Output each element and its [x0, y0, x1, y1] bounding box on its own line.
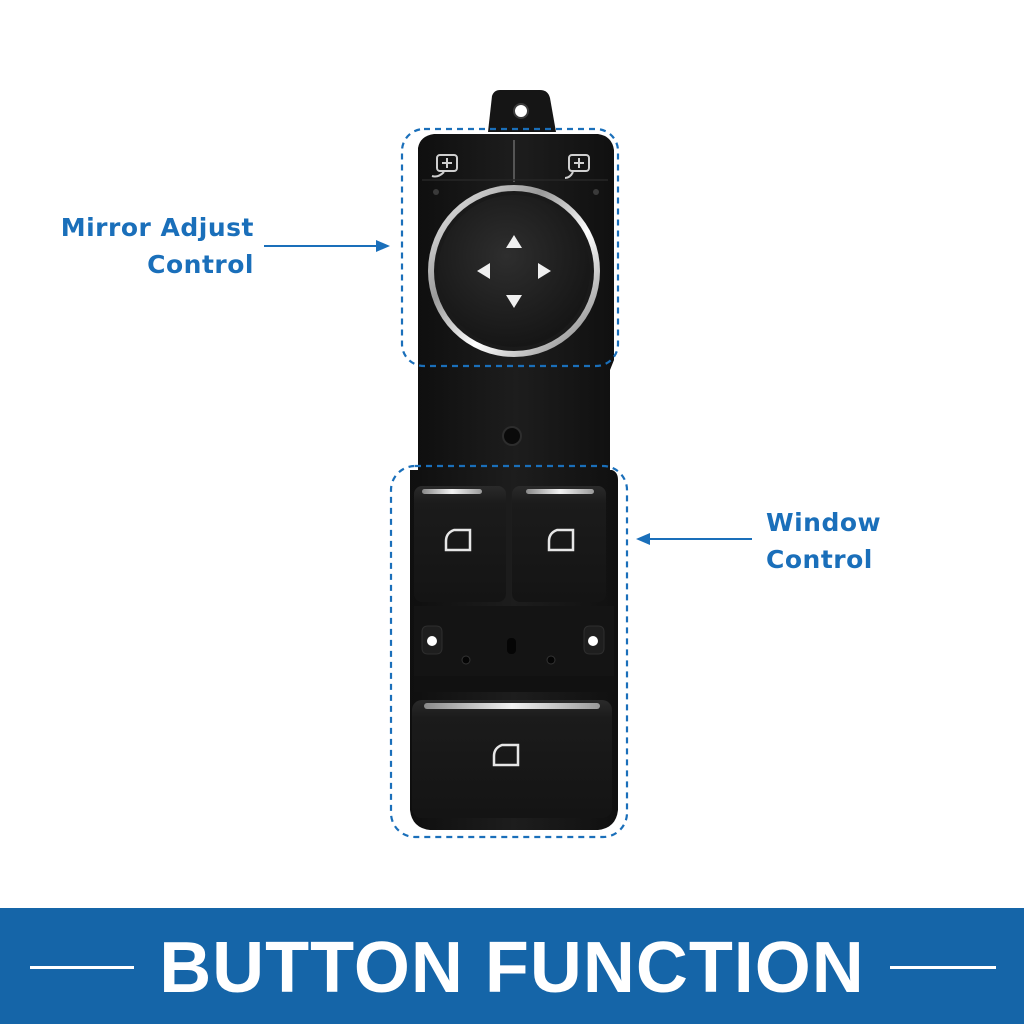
mirror-callout-line1: Mirror Adjust [60, 213, 254, 242]
window-icon [492, 743, 520, 767]
banner-rule-right [890, 966, 996, 969]
mirror-control-highlight [400, 127, 620, 368]
bottom-banner [0, 908, 1024, 1024]
mirror-adjust-pad[interactable] [438, 195, 590, 347]
arrow-down-icon[interactable] [506, 295, 522, 308]
window-callout-line2: Control [766, 545, 873, 574]
arrow-right-icon[interactable] [538, 263, 551, 279]
window-button-front-left[interactable] [414, 486, 506, 602]
window-icon [444, 528, 472, 552]
mirror-select-left-icon[interactable] [431, 154, 458, 178]
window-button-front-right[interactable] [512, 486, 606, 602]
mirror-adjust-callout: Mirror Adjust Control [61, 209, 254, 283]
mirror-callout-arrow [264, 240, 390, 252]
center-screw [502, 426, 522, 446]
arrow-left-icon[interactable] [477, 263, 490, 279]
window-button-rear[interactable] [412, 700, 612, 818]
banner-title: BUTTON FUNCTION [159, 928, 865, 1008]
mirror-select-right-icon[interactable] [564, 154, 590, 179]
mounting-hole [513, 103, 529, 119]
window-icon [547, 528, 575, 552]
banner-rule-left [30, 966, 134, 969]
center-slot [507, 638, 516, 654]
window-callout-arrow [636, 533, 752, 545]
mirror-callout-line2: Control [147, 250, 254, 279]
window-control-highlight [389, 464, 629, 839]
window-control-callout: Window Control [766, 504, 881, 578]
window-callout-line1: Window [766, 508, 882, 537]
arrow-up-icon[interactable] [506, 235, 522, 248]
